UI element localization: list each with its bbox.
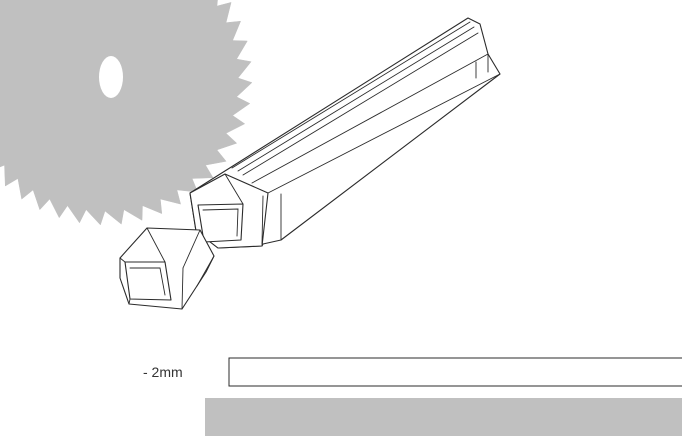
blade-arbor-hole xyxy=(99,56,123,98)
offset-label: - 2mm xyxy=(143,364,183,380)
thin-strip xyxy=(228,357,682,387)
cut-segment-icon xyxy=(119,227,215,310)
circular-saw-blade-icon xyxy=(0,0,253,226)
segment-opening xyxy=(124,261,172,301)
tube-opening xyxy=(197,203,244,243)
grey-bar xyxy=(205,398,682,436)
square-tube-icon xyxy=(189,17,501,249)
